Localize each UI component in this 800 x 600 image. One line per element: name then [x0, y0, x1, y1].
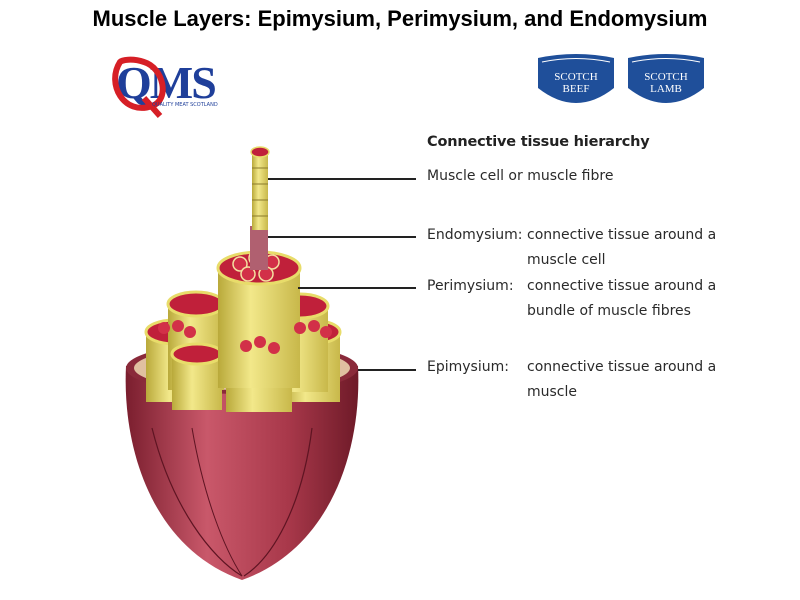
- svg-text:BEEF: BEEF: [563, 83, 590, 95]
- label-endomysium: Endomysium:: [427, 227, 523, 243]
- scotch-beef-badge: SCOTCH BEEF: [538, 54, 614, 103]
- leader-epimysium: [358, 369, 416, 371]
- leader-perimysium: [298, 287, 416, 289]
- qms-logo-subtext: QUALITY MEAT SCOTLAND: [152, 102, 218, 108]
- label-perimysium: Perimysium:: [427, 278, 514, 294]
- desc-endomysium: connective tissue around a muscle cell: [527, 227, 717, 268]
- perimysium-bundles: [144, 250, 342, 412]
- leader-endomysium: [268, 236, 416, 238]
- svg-text:SCOTCH: SCOTCH: [554, 71, 597, 83]
- svg-text:LAMB: LAMB: [650, 83, 682, 95]
- page-title: Muscle Layers: Epimysium, Perimysium, an…: [92, 6, 708, 31]
- scotch-lamb-badge: SCOTCH LAMB: [628, 54, 704, 103]
- desc-perimysium: connective tissue around a bundle of mus…: [527, 278, 717, 319]
- legend-heading: Connective tissue hierarchy: [427, 134, 650, 150]
- scotch-badges: SCOTCH BEEF SCOTCH LAMB: [538, 54, 704, 103]
- muscle-fibres: [158, 250, 332, 354]
- muscle-illustration: [125, 146, 359, 580]
- leader-fibre: [268, 178, 416, 180]
- qms-logo-text: QMS: [116, 57, 215, 108]
- svg-text:SCOTCH: SCOTCH: [644, 71, 687, 83]
- label-muscle-fibre: Muscle cell or muscle fibre: [427, 168, 614, 184]
- label-epimysium: Epimysium:: [427, 359, 509, 375]
- desc-epimysium: connective tissue around a muscle: [527, 359, 717, 400]
- qms-logo: QMS QUALITY MEAT SCOTLAND: [112, 56, 218, 118]
- single-muscle-fibre: [250, 146, 270, 270]
